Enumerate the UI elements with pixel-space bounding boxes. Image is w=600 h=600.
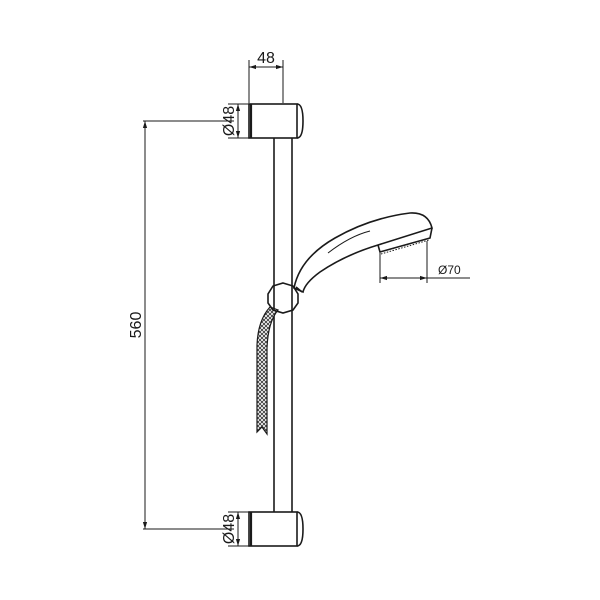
braided-hose [256,306,280,436]
dim-label-48: 48 [257,50,275,67]
dim-label-560: 560 [128,312,145,339]
dimension-handshower-diameter: Ø70 [379,241,470,283]
dimension-bracket-width: 48 [248,50,284,103]
bottom-wall-bracket [248,511,304,547]
top-wall-bracket [248,103,304,139]
slide-rail [273,138,293,512]
dim-label-70: Ø70 [438,263,461,277]
hand-shower [293,212,433,294]
slider-ball-joint [267,282,299,314]
dimension-rail-length: 560 [128,120,234,530]
